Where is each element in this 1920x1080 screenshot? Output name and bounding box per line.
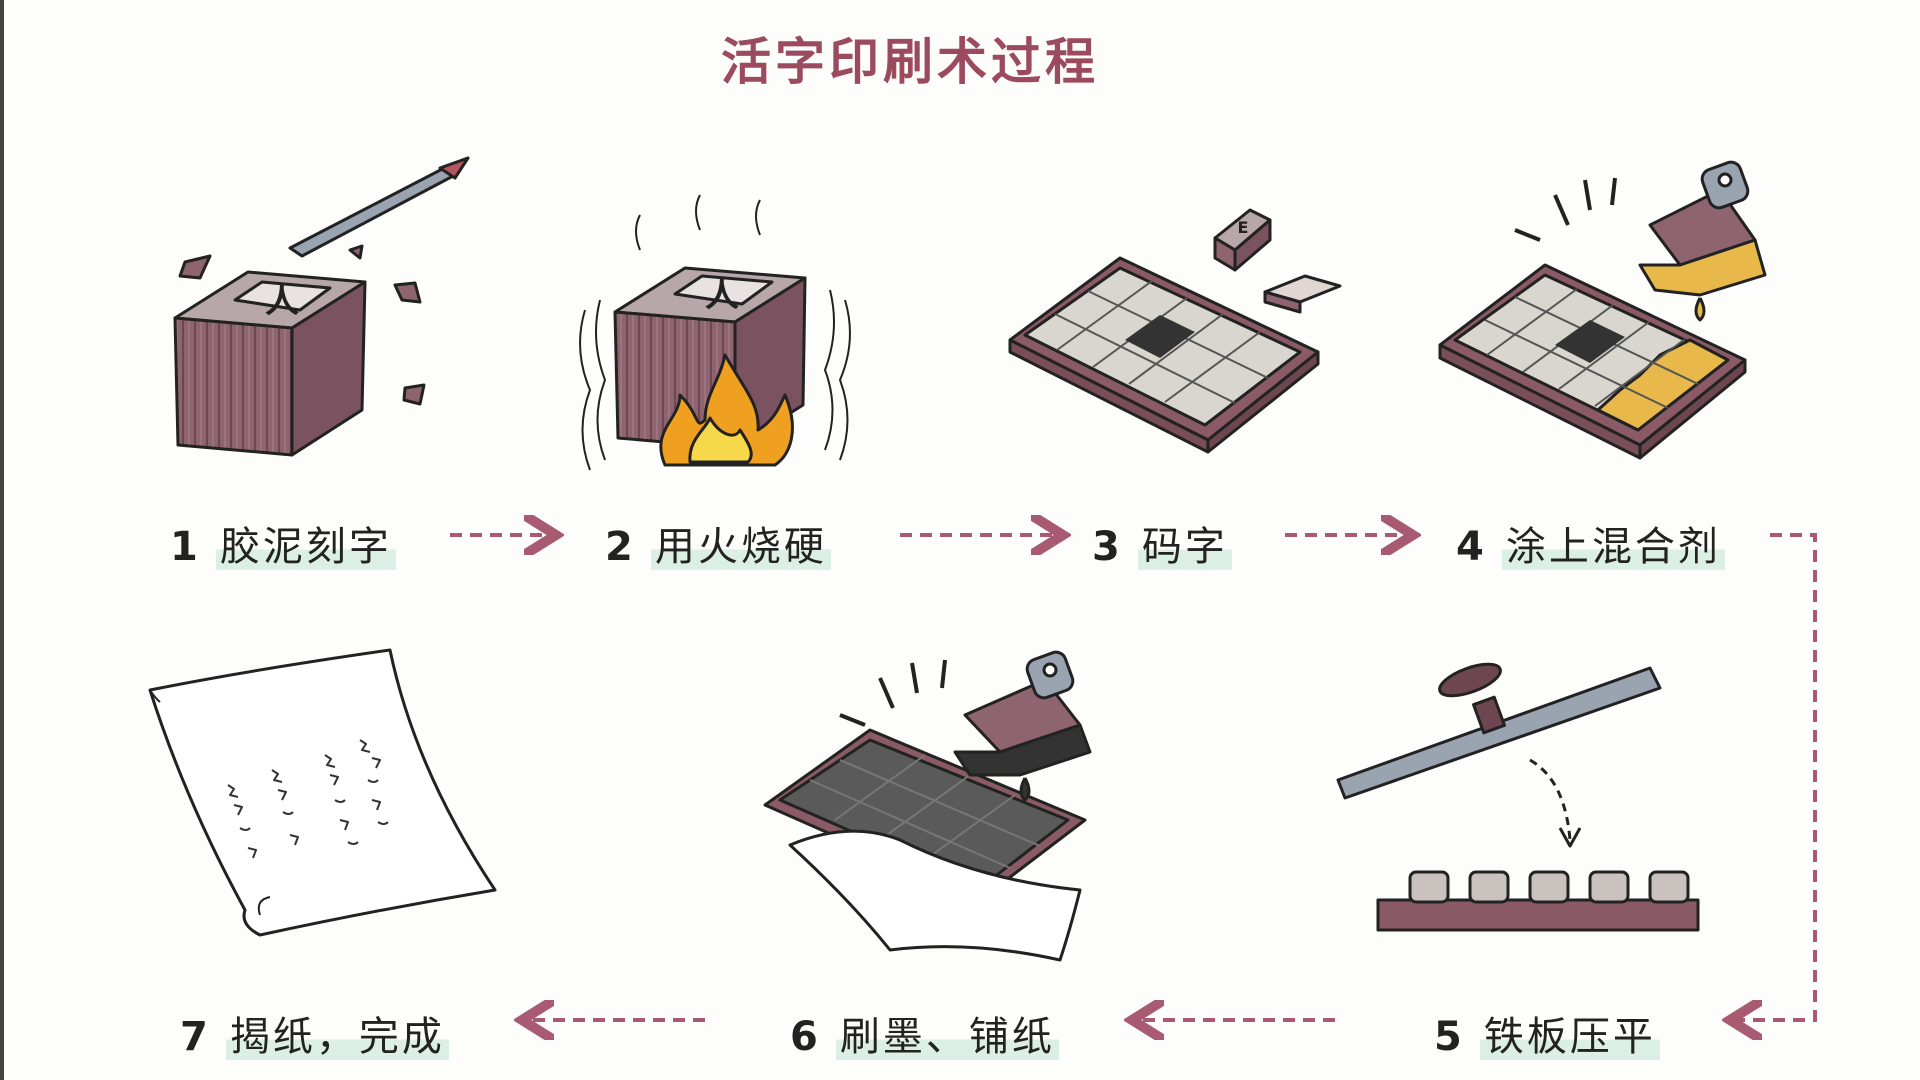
step5-illustration — [1336, 662, 1700, 932]
step1-illustration: 人 — [173, 156, 470, 457]
step-label: 用火烧硬 — [650, 524, 831, 570]
step6-illustration — [763, 650, 1092, 962]
step-number: 1 — [170, 524, 198, 570]
step-number: 7 — [180, 1014, 208, 1060]
step-label: 胶泥刻字 — [215, 524, 396, 570]
diagram-title: 活字印刷术过程 — [721, 33, 1099, 91]
step-2: 2 用火烧硬 — [605, 514, 831, 572]
step-number: 2 — [605, 524, 633, 570]
step-1: 1 胶泥刻字 — [170, 514, 396, 572]
step7-illustration — [148, 648, 497, 937]
step-number: 3 — [1092, 524, 1120, 570]
step-label: 刷墨、铺纸 — [835, 1014, 1059, 1060]
step-label: 涂上混合剂 — [1501, 524, 1725, 570]
type-block-glyph: E — [1238, 218, 1249, 237]
arrow-4-5 — [1738, 533, 1817, 1020]
step-5: 5 铁板压平 — [1434, 1004, 1660, 1062]
step3-illustration: E — [1008, 208, 1342, 454]
step-label: 揭纸，完成 — [225, 1014, 449, 1060]
step4-illustration — [1438, 160, 1767, 460]
hardened-block-glyph: 人 — [705, 275, 739, 315]
step-4: 4 涂上混合剂 — [1456, 514, 1725, 572]
step-7: 7 揭纸，完成 — [180, 1004, 449, 1062]
page-edge — [0, 0, 4, 1080]
printed-text-marks — [227, 739, 389, 859]
step-number: 5 — [1434, 1014, 1462, 1060]
step-number: 6 — [790, 1014, 818, 1060]
step-label: 码字 — [1137, 524, 1232, 570]
step-label: 铁板压平 — [1479, 1014, 1660, 1060]
clay-block-glyph: 人 — [265, 281, 299, 321]
step-6: 6 刷墨、铺纸 — [790, 1004, 1059, 1062]
step-3: 3 码字 — [1092, 514, 1232, 572]
step-number: 4 — [1456, 524, 1484, 570]
step2-illustration: 人 — [579, 194, 851, 471]
